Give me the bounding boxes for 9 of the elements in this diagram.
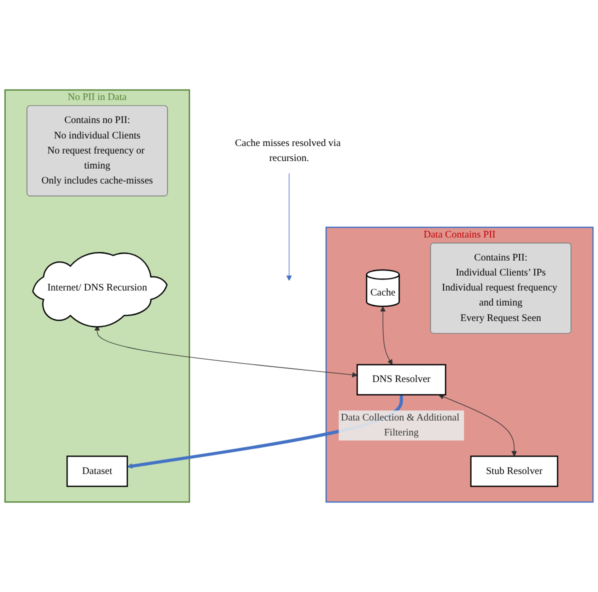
node-text: Cache misses resolved via recursion. — [235, 138, 341, 164]
arrow — [94, 325, 358, 378]
edge-label: Data Collection & Additional Filtering — [340, 412, 460, 438]
arrow — [438, 394, 517, 456]
node-box: Stub Resolver — [470, 456, 558, 487]
arrow — [380, 306, 393, 365]
node-box: Dataset — [66, 456, 128, 487]
node-box: DNS Resolver — [356, 364, 446, 396]
arrow — [286, 173, 292, 281]
